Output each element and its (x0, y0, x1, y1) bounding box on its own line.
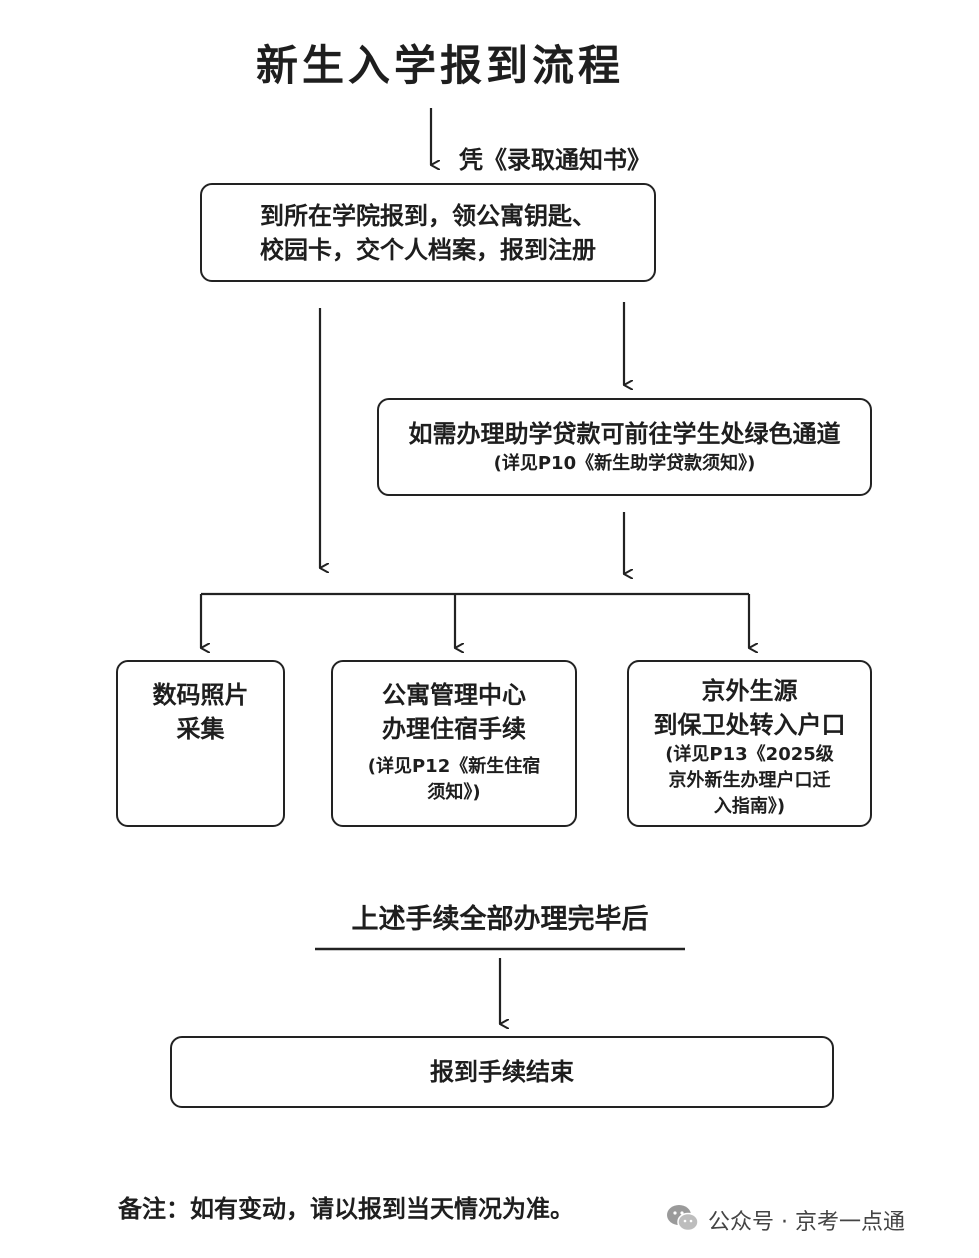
box-apartment-center: 公寓管理中心 办理住宿手续 (详见P12《新生住宿 须知》) (331, 660, 577, 827)
box4-line1: 公寓管理中心 (382, 681, 526, 709)
admission-letter-label: 凭《录取通知书》 (459, 146, 651, 174)
box-hukou-transfer: 京外生源 到保卫处转入户口 (详见P13《2025级 京外新生办理户口迁 入指南… (627, 660, 872, 827)
box-student-loan: 如需办理助学贷款可前往学生处绿色通道 (详见P10《新生助学贷款须知》) (377, 398, 872, 496)
after-procedures-label: 上述手续全部办理完毕后 (351, 904, 649, 935)
watermark-text: 公众号 · 京考一点通 (708, 1210, 905, 1235)
box-college-registration: 到所在学院报到，领公寓钥匙、 校园卡，交个人档案，报到注册 (200, 183, 656, 282)
box1-line1: 到所在学院报到，领公寓钥匙、 (260, 201, 596, 230)
box-digital-photo: 数码照片 采集 (116, 660, 285, 827)
box-registration-end: 报到手续结束 (170, 1036, 834, 1108)
box3-line1: 数码照片 (152, 681, 249, 709)
box3-line2: 采集 (176, 715, 225, 743)
box5-line1: 京外生源 (701, 677, 798, 705)
box5-sub1: (详见P13《2025级 (665, 744, 834, 765)
box4-sub1: (详见P12《新生住宿 (367, 756, 541, 777)
box1-line2: 校园卡，交个人档案，报到注册 (260, 235, 596, 264)
box5-sub3: 入指南》) (713, 796, 786, 817)
wechat-icon (667, 1205, 699, 1232)
box5-line2: 到保卫处转入户口 (653, 711, 846, 739)
box2-sub: (详见P10《新生助学贷款须知》) (493, 453, 756, 474)
footnote: 备注：如有变动，请以报到当天情况为准。 (118, 1195, 574, 1223)
end-box-text: 报到手续结束 (430, 1058, 574, 1086)
box2-main: 如需办理助学贷款可前往学生处绿色通道 (408, 420, 841, 448)
box4-sub2: 须知》) (427, 782, 481, 803)
box5-sub2: 京外新生办理户口迁 (668, 770, 831, 791)
box4-line2: 办理住宿手续 (382, 715, 526, 743)
page-title: 新生入学报到流程 (255, 41, 624, 90)
